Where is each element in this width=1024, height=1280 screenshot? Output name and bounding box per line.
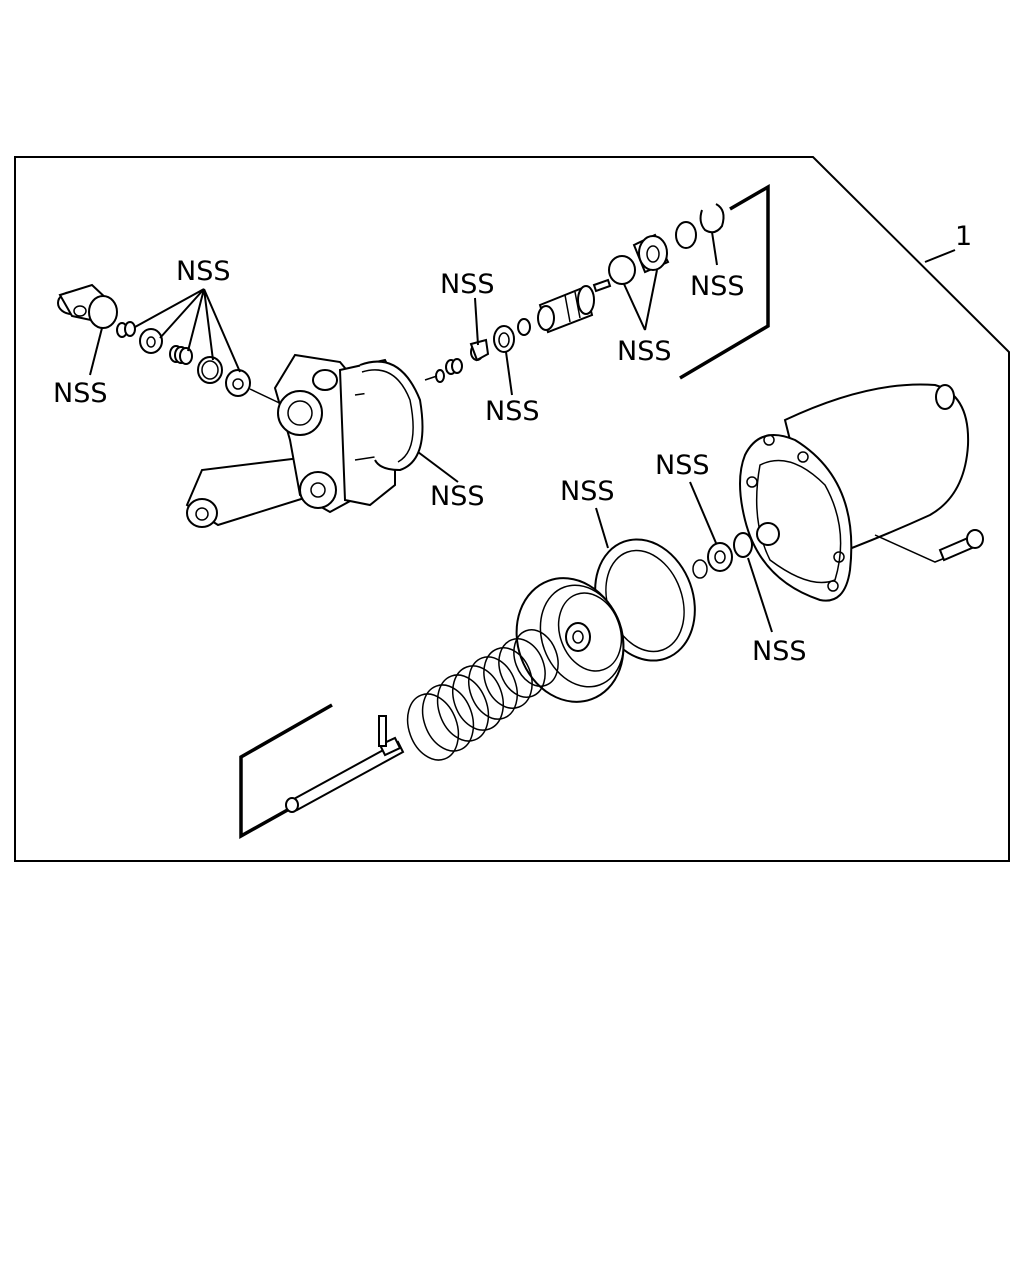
piston-seal-cup bbox=[632, 233, 670, 274]
diagram-frame bbox=[14, 156, 1010, 862]
seal-3 bbox=[225, 369, 251, 397]
push-rod bbox=[285, 736, 405, 813]
valve-ring bbox=[493, 325, 515, 353]
valve-piston bbox=[537, 285, 595, 334]
washer-a bbox=[517, 318, 531, 336]
return-spring bbox=[406, 629, 559, 761]
label-nss-reservoir: NSS bbox=[53, 378, 107, 409]
small-fitting bbox=[116, 321, 136, 338]
shell-o-ring bbox=[733, 532, 753, 558]
seal-2 bbox=[197, 356, 223, 384]
label-nss-housing-seal: NSS bbox=[430, 481, 484, 512]
label-nss-shell-washer: NSS bbox=[655, 450, 709, 481]
o-ring-piston bbox=[608, 255, 636, 285]
small-o-ring bbox=[692, 559, 708, 579]
leader-diaphragm bbox=[595, 507, 609, 549]
small-spring bbox=[445, 358, 463, 375]
label-nss-piston-rings: NSS bbox=[617, 336, 671, 367]
lower-bracket bbox=[239, 703, 333, 839]
label-nss-snap-ring: NSS bbox=[690, 271, 744, 302]
leader-snap-ring bbox=[711, 231, 718, 266]
leader-reservoir bbox=[89, 327, 103, 376]
housing-seal-ring bbox=[359, 360, 424, 472]
booster-shell bbox=[739, 383, 970, 602]
thin-ring bbox=[675, 221, 697, 249]
label-nss-shell-oring: NSS bbox=[752, 636, 806, 667]
leader-shell-washer bbox=[689, 481, 717, 544]
small-valve bbox=[469, 338, 490, 362]
label-nss-valve-small: NSS bbox=[440, 269, 494, 300]
shell-bolt bbox=[938, 529, 984, 562]
snap-ring bbox=[699, 203, 725, 234]
callout-number-1: 1 bbox=[955, 221, 972, 252]
leader-shell-oring bbox=[747, 557, 773, 633]
leader-valve-ring bbox=[505, 351, 513, 396]
upper-bracket bbox=[679, 183, 770, 380]
leader-housing-seal bbox=[417, 451, 459, 483]
callout-1-leader bbox=[924, 249, 956, 263]
label-nss-valve-ring: NSS bbox=[485, 396, 539, 427]
small-clip bbox=[424, 369, 445, 383]
small-pin bbox=[592, 278, 612, 293]
piston-plate bbox=[515, 577, 625, 703]
leader-valve-small bbox=[474, 297, 479, 346]
seal-1 bbox=[139, 328, 163, 354]
label-nss-diaphragm: NSS bbox=[560, 476, 614, 507]
leader-piston-rings bbox=[623, 269, 658, 331]
shell-washer bbox=[707, 542, 733, 572]
label-nss-seal-group: NSS bbox=[176, 256, 230, 287]
spring-small bbox=[169, 345, 193, 365]
leader-seal-group bbox=[134, 288, 241, 373]
reservoir-fitting bbox=[57, 283, 118, 329]
roll-pin bbox=[378, 715, 387, 747]
